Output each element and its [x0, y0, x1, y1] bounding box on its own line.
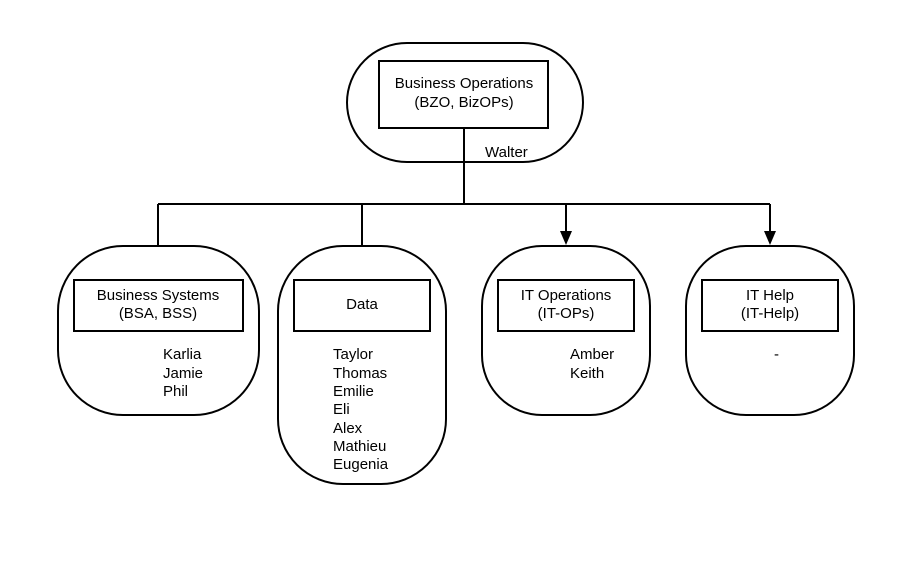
team-node-title-box: [73, 279, 244, 332]
team-member: Emilie: [333, 383, 374, 400]
team-node-business-systems: Business Systems (BSA, BSS) Karlia Jamie…: [57, 245, 260, 416]
team-node-title-box: [497, 279, 635, 332]
team-node-it-help: IT Help (IT-Help) -: [685, 245, 855, 416]
root-title-line1: Business Operations: [395, 75, 533, 92]
team-title-line2: (BSA, BSS): [119, 305, 197, 322]
arrowhead-it-help: [764, 231, 776, 245]
team-member: -: [774, 346, 779, 363]
arrowhead-it-operations: [560, 231, 572, 245]
team-member: Keith: [570, 365, 604, 382]
team-member: Eugenia: [333, 456, 389, 473]
team-member: Amber: [570, 346, 614, 363]
team-member: Mathieu: [333, 438, 386, 455]
root-lead: Walter: [485, 144, 528, 161]
team-member: Phil: [163, 383, 188, 400]
team-member: Taylor: [333, 346, 373, 363]
team-member: Eli: [333, 401, 350, 418]
team-node-it-operations: IT Operations (IT-OPs) Amber Keith: [481, 245, 651, 416]
team-title-line2: (IT-Help): [741, 305, 799, 322]
team-title-line1: Business Systems: [97, 287, 220, 304]
team-title-line1: IT Help: [746, 287, 794, 304]
team-title-line1: Data: [346, 296, 378, 313]
team-member: Jamie: [163, 365, 203, 382]
team-member: Thomas: [333, 365, 387, 382]
root-node-title-box: [378, 60, 549, 129]
team-node-title-box: [701, 279, 839, 332]
team-node-title-box: [293, 279, 431, 332]
team-node-data: Data Taylor Thomas Emilie Eli Alex Mathi…: [277, 245, 447, 485]
root-title-line2: (BZO, BizOPs): [414, 94, 513, 111]
team-title-line1: IT Operations: [521, 287, 612, 304]
team-member: Karlia: [163, 346, 202, 363]
team-member: Alex: [333, 420, 363, 437]
connectors: [152, 128, 776, 280]
root-node: Business Operations (BZO, BizOPs) Walter: [346, 42, 584, 163]
team-title-line2: (IT-OPs): [538, 305, 595, 322]
